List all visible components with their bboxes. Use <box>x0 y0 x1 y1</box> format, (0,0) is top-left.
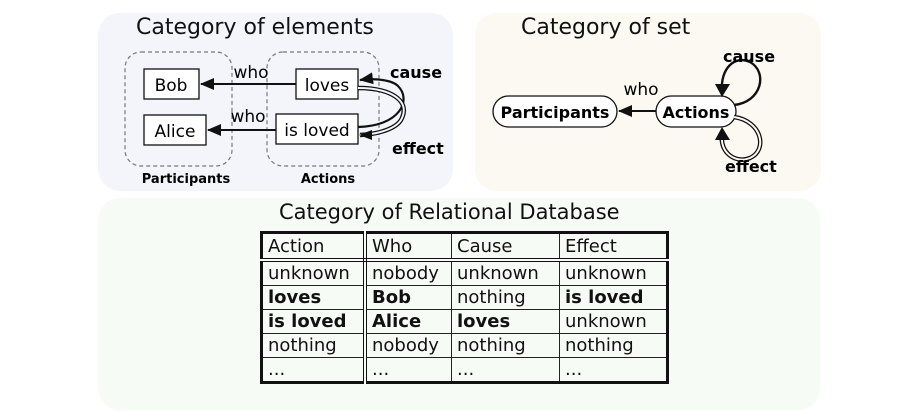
relational-table: Action Who Cause Effect unknown nobody u… <box>260 231 669 384</box>
table-row: unknown nobody unknown unknown <box>261 259 668 286</box>
svg-text:Participants: Participants <box>501 103 610 122</box>
cell-effect: unknown <box>559 309 668 334</box>
cell-who: ... <box>364 357 452 383</box>
cause-arrow <box>357 72 405 129</box>
table-row: is loved Alice loves unknown <box>261 309 668 334</box>
column-header-cause: Cause <box>451 232 560 262</box>
effect-label: effect <box>392 139 444 158</box>
svg-text:is loved: is loved <box>284 121 349 141</box>
database-title: Category of Relational Database <box>279 200 620 224</box>
actions-group <box>266 51 380 167</box>
node-participants: Participants <box>492 95 618 128</box>
node-alice: Alice <box>143 114 207 146</box>
cause-loop <box>720 59 762 107</box>
cell-action: is loved <box>261 309 367 334</box>
column-header-action: Action <box>261 232 367 262</box>
node-is-loved: is loved <box>275 113 359 145</box>
who-label: who <box>623 80 658 100</box>
column-header-who: Who <box>364 232 452 262</box>
set-title: Category of set <box>521 15 691 40</box>
effect-loop <box>715 114 763 162</box>
actions-group-label: Actions <box>301 172 356 187</box>
cell-who: Alice <box>364 309 452 334</box>
cause-label: cause <box>390 63 442 82</box>
cell-cause: nothing <box>451 285 560 310</box>
who-label-bottom: who <box>230 107 265 127</box>
svg-text:loves: loves <box>305 76 350 96</box>
table-row: ... ... ... ... <box>261 357 668 383</box>
cell-cause: loves <box>451 309 560 334</box>
participants-group-label: Participants <box>142 172 231 187</box>
who-label-top: who <box>233 63 268 83</box>
effect-arrow <box>357 85 406 140</box>
cell-who: nobody <box>364 333 452 358</box>
cell-effect: unknown <box>559 259 668 286</box>
node-loves: loves <box>295 68 359 100</box>
node-actions: Actions <box>655 95 737 128</box>
cell-effect: nothing <box>559 333 668 358</box>
elements-title: Category of elements <box>136 15 374 40</box>
svg-text:Bob: Bob <box>155 76 188 96</box>
svg-text:Alice: Alice <box>155 122 196 142</box>
column-header-effect: Effect <box>559 232 668 262</box>
cell-action: ... <box>261 357 367 383</box>
cell-who: nobody <box>364 259 452 286</box>
svg-text:Actions: Actions <box>663 103 730 122</box>
effect-label-set: effect <box>725 157 777 176</box>
cell-action: loves <box>261 285 367 310</box>
table-row: nothing nobody nothing nothing <box>261 333 668 358</box>
cell-effect: ... <box>559 357 668 383</box>
node-bob: Bob <box>143 68 200 100</box>
cell-cause: nothing <box>451 333 560 358</box>
cause-label-set: cause <box>723 47 775 66</box>
cell-effect: is loved <box>559 285 668 310</box>
table-row: loves Bob nothing is loved <box>261 285 668 310</box>
cell-cause: unknown <box>451 259 560 286</box>
cell-cause: ... <box>451 357 560 383</box>
cell-action: unknown <box>261 259 367 286</box>
participants-group <box>124 51 233 167</box>
category-of-elements-panel <box>98 13 453 191</box>
cell-action: nothing <box>261 333 367 358</box>
cell-who: Bob <box>364 285 452 310</box>
table-header-row: Action Who Cause Effect <box>261 232 668 262</box>
